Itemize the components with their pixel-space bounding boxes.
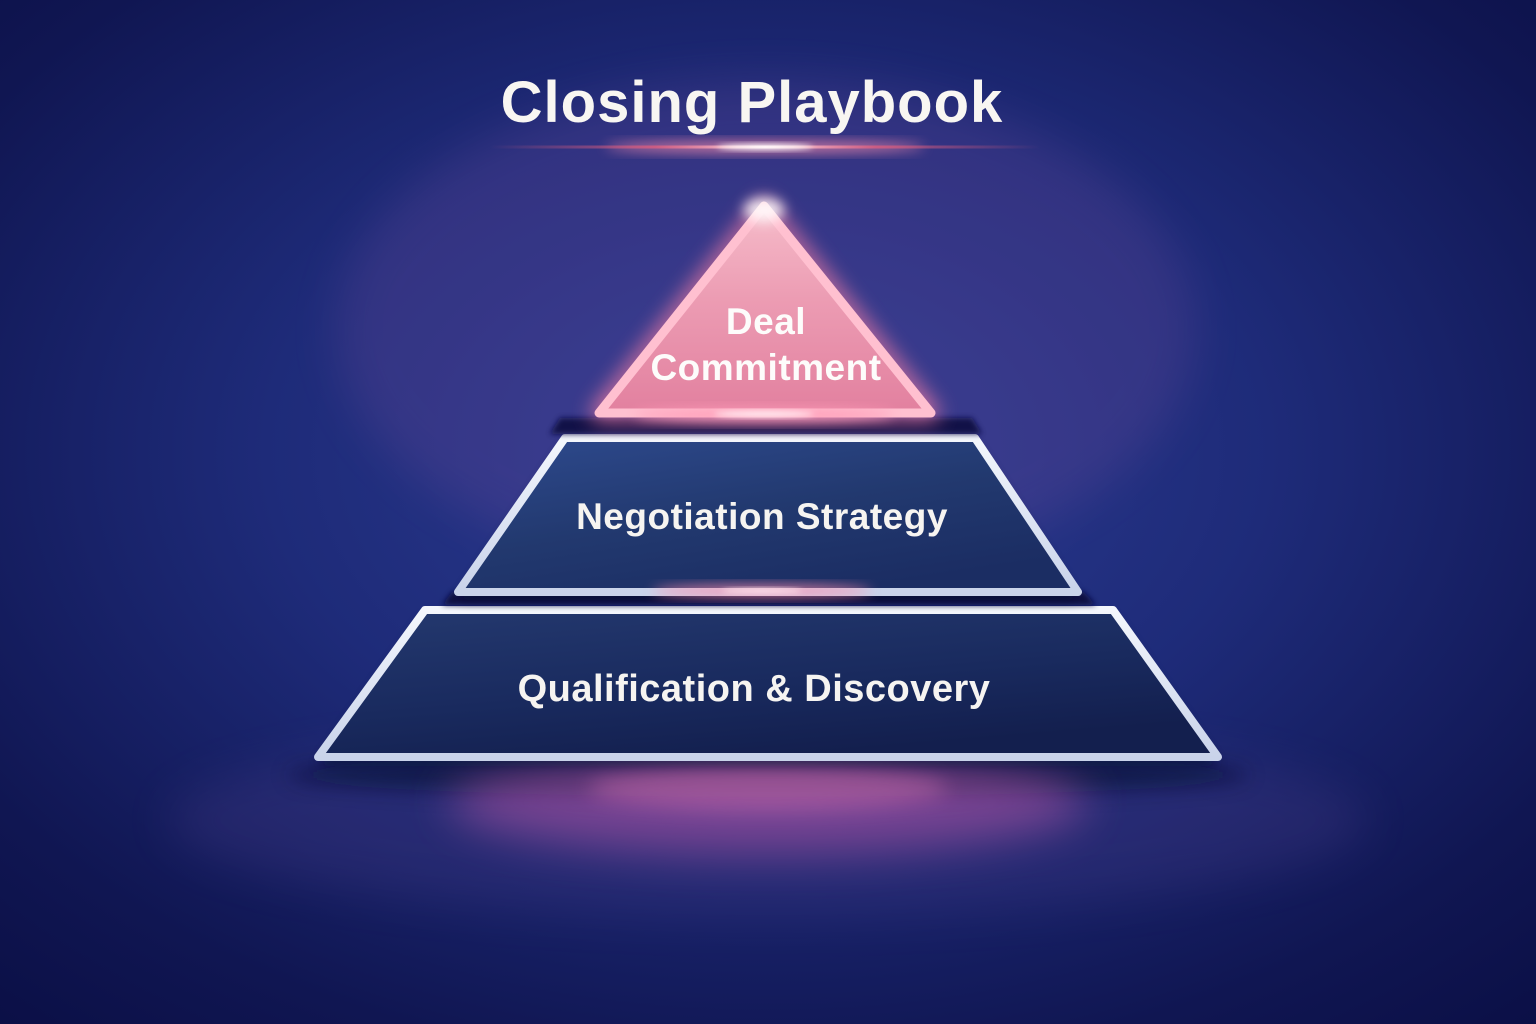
triangle-base-flare-core — [714, 411, 814, 417]
title-flare-divider — [490, 141, 1040, 153]
ground-glow-core — [588, 766, 948, 810]
tier-gap-shadow-upper — [550, 418, 982, 434]
page-title: Closing Playbook — [501, 70, 1004, 135]
label-qualification-discovery: Qualification & Discovery — [518, 668, 991, 710]
label-deal: Deal — [726, 301, 806, 342]
label-negotiation-strategy: Negotiation Strategy — [576, 496, 948, 537]
middle-tier-shape — [454, 434, 1082, 596]
label-commitment: Commitment — [650, 347, 881, 388]
pyramid-level-negotiation-strategy — [454, 434, 1082, 600]
pyramid-level-qualification-discovery — [314, 606, 1222, 766]
middle-tier-edge-flare-core — [722, 588, 802, 594]
pyramid-level-deal-commitment — [591, 198, 939, 422]
triangle-apex-glow — [744, 198, 784, 222]
bottom-tier-shape — [314, 606, 1222, 761]
